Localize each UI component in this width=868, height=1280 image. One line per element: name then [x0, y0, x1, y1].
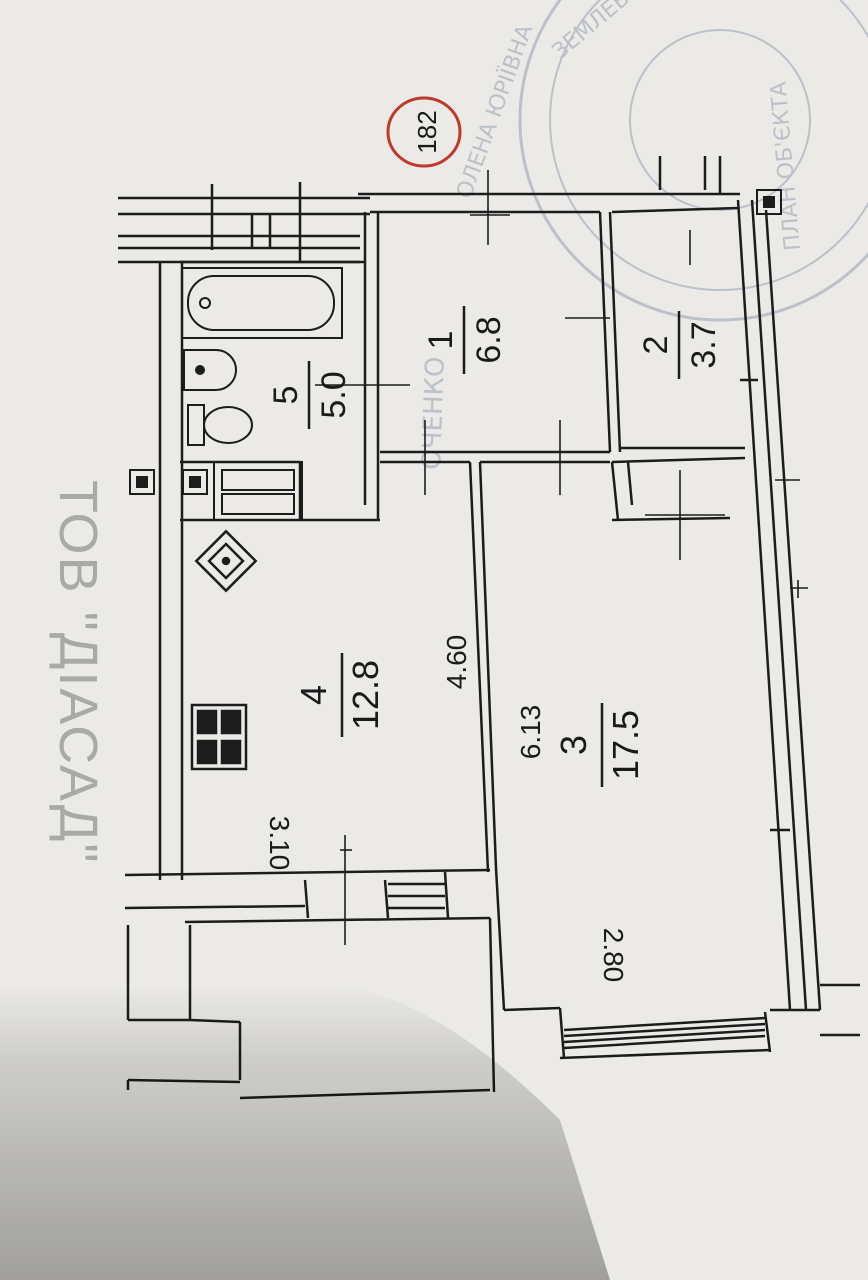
- room-number: 2: [637, 336, 675, 355]
- vent-shaft-icon: [129, 189, 782, 495]
- room-5-label: 5 5.0: [267, 361, 353, 429]
- room-number: 4: [293, 685, 334, 705]
- stove-icon: [190, 703, 248, 771]
- dimension-label-room-length: 6.13: [515, 705, 546, 760]
- toilet-icon: [187, 404, 253, 446]
- room-number: 3: [553, 735, 594, 755]
- sink-icon: [183, 349, 237, 391]
- room-4-label: 4 12.8: [293, 653, 386, 737]
- washing-machine-icon: [213, 461, 303, 521]
- room-area: 3.7: [685, 321, 723, 368]
- sheet-number: 182: [412, 110, 442, 153]
- room-2-label: 2 3.7: [637, 311, 723, 379]
- kitchen-sink-icon: [194, 529, 258, 593]
- dimension-label-kitchen-depth: 3.10: [264, 816, 295, 871]
- room-1-label: 1 6.8: [422, 306, 508, 374]
- room-area: 6.8: [470, 316, 508, 363]
- room-area: 17.5: [605, 710, 646, 780]
- room-area: 12.8: [345, 660, 386, 730]
- company-watermark: ТОВ "ДІАСАД": [48, 480, 108, 865]
- sheet-number-badge: 182: [386, 96, 462, 168]
- room-area: 5.0: [315, 371, 353, 418]
- photo-shadow: [0, 985, 610, 1280]
- room-number: 1: [422, 331, 460, 350]
- room-number: 5: [267, 386, 305, 405]
- dimension-label-kitchen-width: 4.60: [441, 635, 472, 690]
- dimension-label-room-width: 2.80: [598, 928, 629, 983]
- room-3-label: 3 17.5: [553, 703, 646, 787]
- dimension-ticks: [315, 170, 808, 945]
- bathtub-icon: [181, 267, 343, 339]
